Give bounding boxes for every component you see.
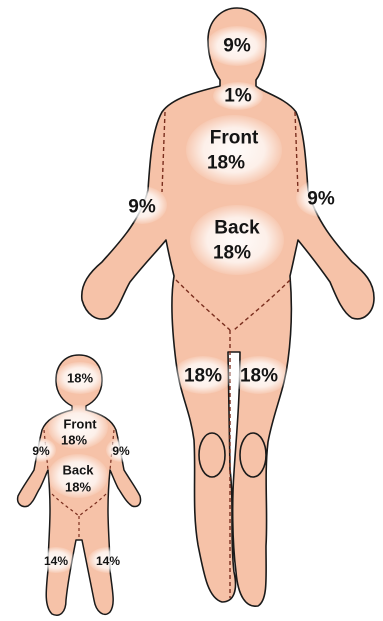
child-leg-left-label: 14% xyxy=(96,555,120,567)
adult-torso-front-title: Front xyxy=(210,129,259,148)
adult-front-glow xyxy=(186,115,282,185)
child-torso-front-title: Front xyxy=(63,418,96,431)
adult-right-knee xyxy=(240,433,266,477)
child-head-label: 18% xyxy=(67,372,93,385)
child-leg-right-label: 14% xyxy=(44,555,68,567)
adult-head-label: 9% xyxy=(223,37,250,56)
adult-arm-right-label: 9% xyxy=(128,198,155,217)
child-torso-front-value: 18% xyxy=(61,434,87,447)
adult-neck-label: 1% xyxy=(224,87,251,106)
child-arm-right-label: 9% xyxy=(32,445,49,457)
child-torso-back-title: Back xyxy=(62,464,93,477)
child-arm-left-label: 9% xyxy=(112,445,129,457)
adult-arm-left-label: 9% xyxy=(307,190,334,209)
adult-left-knee xyxy=(199,433,225,477)
adult-torso-back-value: 18% xyxy=(213,244,251,263)
adult-leg-right-label: 18% xyxy=(184,367,222,386)
adult-leg-left-label: 18% xyxy=(240,367,278,386)
adult-back-glow xyxy=(190,205,284,275)
adult-torso-front-value: 18% xyxy=(207,154,245,173)
adult-torso-back-title: Back xyxy=(214,219,259,238)
child-torso-back-value: 18% xyxy=(65,481,91,494)
